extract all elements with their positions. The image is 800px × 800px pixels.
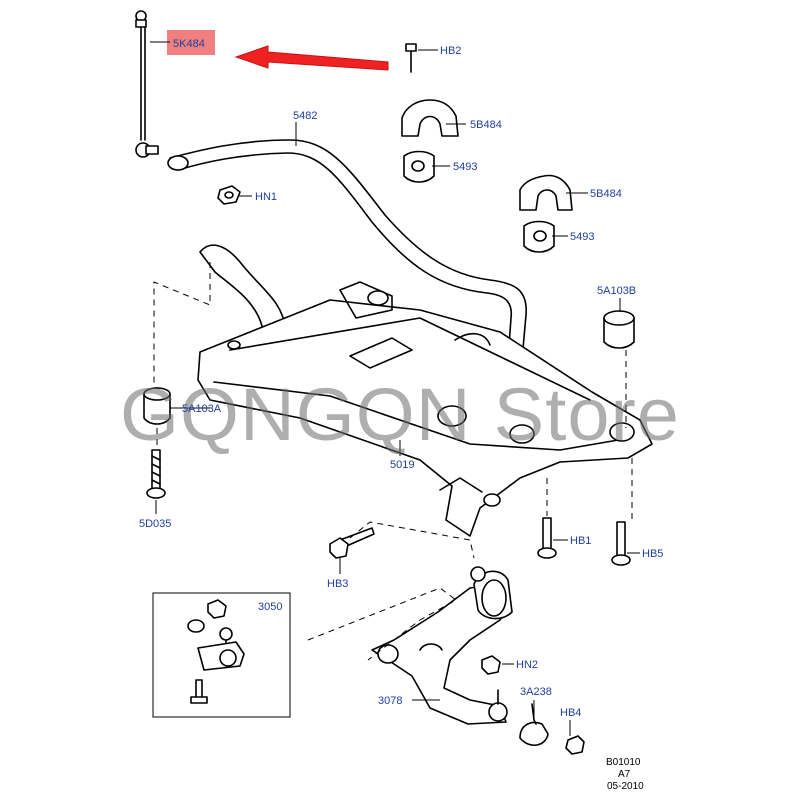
- highlight-box: [167, 30, 215, 55]
- label-5k484: 5K484: [173, 38, 205, 50]
- red-arrow: [234, 45, 389, 71]
- bush-5a103a: [143, 387, 171, 425]
- bolt-hb4: [565, 735, 585, 755]
- front-subframe: [197, 244, 653, 537]
- label-hb3: HB3: [327, 578, 348, 590]
- bushing-lower: [523, 220, 555, 253]
- bushing-bracket-lower: [519, 174, 573, 211]
- label-5a103a: 5A103A: [182, 403, 222, 415]
- label-hn2: HN2: [516, 659, 538, 671]
- label-5d035: 5D035: [139, 518, 171, 530]
- label-3a238: 3A238: [520, 686, 552, 698]
- bolt-hb3: [329, 527, 375, 559]
- label-3050: 3050: [258, 601, 282, 613]
- bushing-bracket-upper: [401, 43, 459, 137]
- bolt-5d035: [146, 449, 166, 499]
- footer-code: B01010: [606, 757, 641, 768]
- bush-5a103b: [603, 310, 635, 349]
- label-5b484-b: 5B484: [590, 188, 622, 200]
- label-hn1: HN1: [255, 191, 277, 203]
- heat-shield-3a238: [519, 703, 549, 746]
- label-5493-a: 5493: [453, 161, 477, 173]
- label-hb4: HB4: [560, 707, 581, 719]
- label-hb5: HB5: [642, 548, 663, 560]
- footer-date: 05-2010: [607, 781, 644, 792]
- stabilizer-link: [135, 10, 159, 158]
- watermark: GQNGQN Store: [120, 373, 680, 456]
- label-hb2: HB2: [440, 45, 461, 57]
- bushing-upper: [403, 150, 435, 183]
- label-5a103b: 5A103B: [597, 285, 636, 297]
- ball-joint-kit: [187, 599, 245, 704]
- ball-joint-kit-box: [152, 592, 291, 718]
- label-5482: 5482: [293, 110, 317, 122]
- nut-hn1: [217, 185, 241, 205]
- bolt-hb1: [537, 517, 557, 559]
- label-hb1: HB1: [570, 535, 591, 547]
- lower-control-arm: [371, 566, 513, 725]
- bolt-hb5: [611, 521, 631, 566]
- footer-rev: A7: [618, 769, 631, 780]
- label-5b484-a: 5B484: [470, 119, 502, 131]
- leader-lines: [155, 49, 640, 736]
- label-5019: 5019: [390, 459, 414, 471]
- label-3078: 3078: [378, 695, 402, 707]
- nut-hn2: [481, 655, 501, 675]
- label-5493-b: 5493: [570, 231, 594, 243]
